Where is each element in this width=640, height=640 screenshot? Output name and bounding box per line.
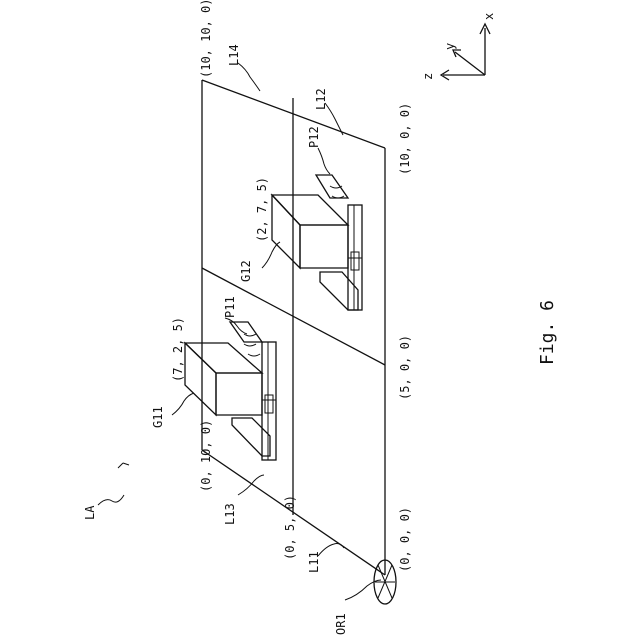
pallet-label-p12: P12 [307,126,321,148]
goods-position-g12: (2, 7, 5) [255,177,269,242]
labels: LA OR1 L11 L12 L13 L14 (0, 0, 0) (5, 0, … [83,0,558,635]
region-label-l14: L14 [227,44,241,66]
figure-caption: Fig. 6 [537,300,558,365]
axis-label-x: x [482,13,496,20]
goods-position-g11: (7, 2, 5) [171,317,185,382]
coord-0-5-0: (0, 5, 0) [283,495,297,560]
origin-label: OR1 [334,613,348,635]
leader-lines [98,63,381,600]
axis-label-z: z [421,73,435,80]
goods-label-g12: G12 [239,260,253,282]
pallet-p12 [316,175,362,310]
region-label-l11: L11 [307,551,321,573]
axes-indicator [441,24,490,80]
pallet-label-p11: P11 [223,296,237,318]
goods-g12 [272,195,348,268]
axis-label-y: y [443,43,457,50]
pallet-p11 [230,322,276,460]
coord-10-10-0: (10, 10, 0) [199,0,213,78]
region-label-l13: L13 [223,503,237,525]
coord-0-0-0: (0, 0, 0) [398,507,412,572]
goods-g11 [185,343,262,415]
region-label-l12: L12 [314,88,328,110]
coord-10-0-0: (10, 0, 0) [398,103,412,175]
area-label: LA [83,505,97,520]
goods-label-g11: G11 [151,406,165,428]
coord-0-10-0: (0, 10, 0) [199,420,213,492]
coord-5-0-0: (5, 0, 0) [398,335,412,400]
